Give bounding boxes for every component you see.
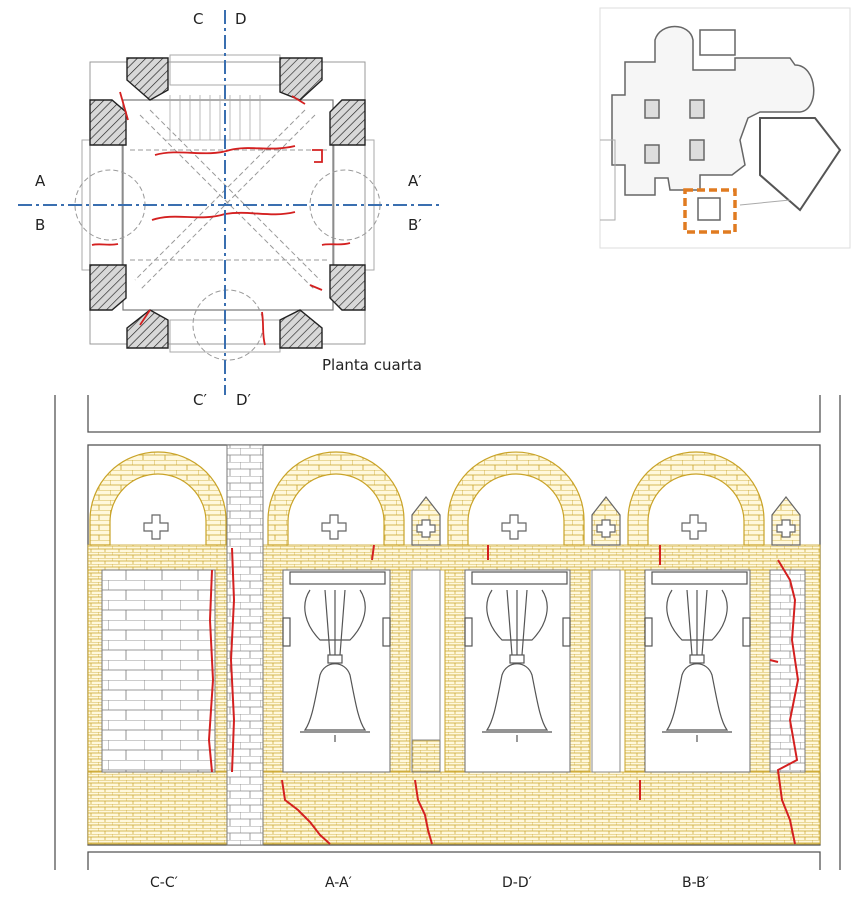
elevation-cracks	[207, 544, 800, 845]
bell-1	[282, 571, 391, 742]
section-label-b-right: B′	[408, 216, 422, 234]
arches	[89, 451, 765, 546]
section-axes	[18, 10, 440, 395]
elevation-frame	[54, 395, 841, 870]
section-label-b-left: B	[35, 216, 45, 234]
side-slots	[411, 569, 621, 773]
plan-cracks	[91, 91, 351, 346]
section-caption-c: C-C′	[150, 875, 178, 891]
tower-location-marker	[683, 188, 737, 234]
section-caption-a: A-A′	[325, 875, 352, 891]
section-caption-b: B-B′	[682, 875, 709, 891]
brick-masonry	[87, 544, 821, 845]
section-label-c-bottom: C′	[193, 391, 207, 409]
section-label-a-left: A	[35, 172, 46, 190]
section-label-a-right: A′	[408, 172, 422, 190]
tower-floor-plan	[18, 10, 440, 395]
section-caption-d: D-D′	[502, 875, 532, 891]
bell-3	[644, 571, 751, 742]
corner-walls	[89, 57, 366, 349]
stair-steps	[165, 95, 290, 141]
section-label-d-bottom: D′	[236, 391, 252, 409]
section-label-c-top: C	[193, 10, 203, 28]
section-label-d-top: D	[235, 10, 247, 28]
cross-ornaments	[143, 514, 707, 540]
infill-masonry	[101, 444, 806, 846]
plan-title: Planta cuarta	[322, 356, 422, 374]
bell-2	[464, 571, 571, 742]
site-key-plan	[599, 7, 851, 249]
